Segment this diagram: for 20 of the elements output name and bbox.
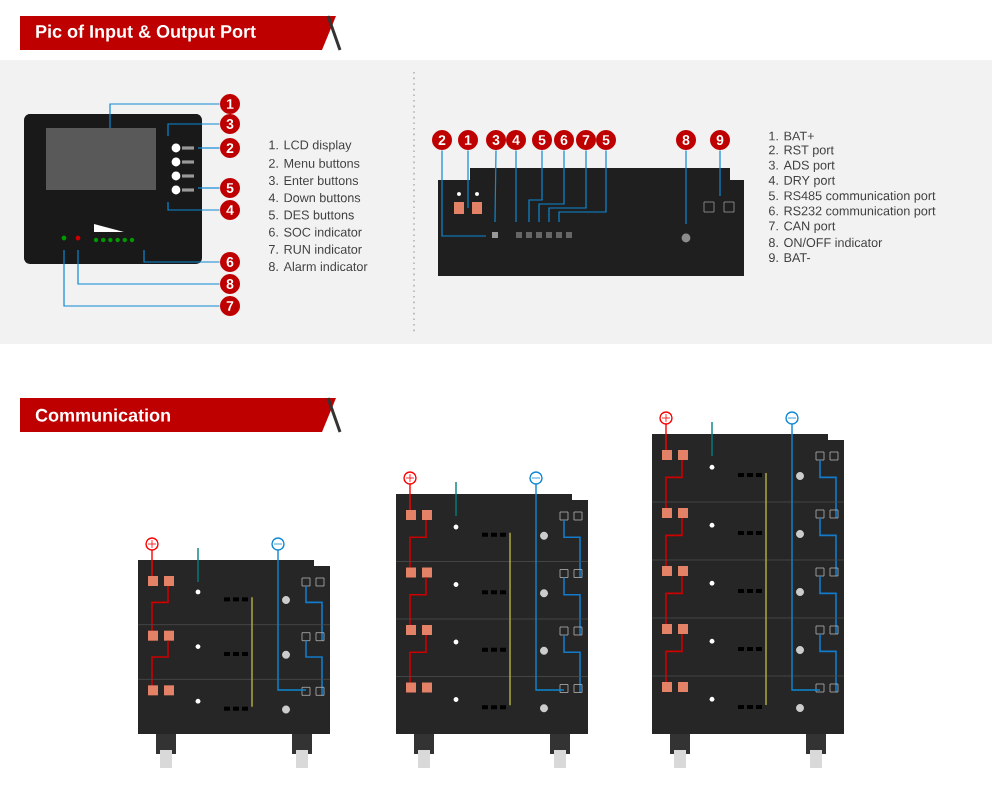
leader-line [109, 103, 221, 129]
leader-line [548, 149, 587, 223]
leader-line [558, 149, 607, 223]
leader-line [167, 201, 221, 211]
leader-line [441, 149, 487, 237]
leader-line [63, 249, 221, 307]
leader-line [197, 187, 221, 189]
leader-line [538, 149, 565, 223]
leader-line [685, 149, 687, 225]
leader-line [719, 149, 721, 197]
leader-line [143, 249, 221, 263]
leader-line [494, 149, 497, 223]
leader-line [528, 149, 543, 223]
leader-line [167, 123, 221, 137]
leader-line [77, 249, 221, 285]
leader-line [197, 147, 221, 149]
section-banner: Pic of Input & Output Port [20, 15, 342, 51]
section-banner: Communication [20, 397, 342, 433]
leader-line [515, 149, 517, 223]
leader-line [467, 149, 469, 209]
